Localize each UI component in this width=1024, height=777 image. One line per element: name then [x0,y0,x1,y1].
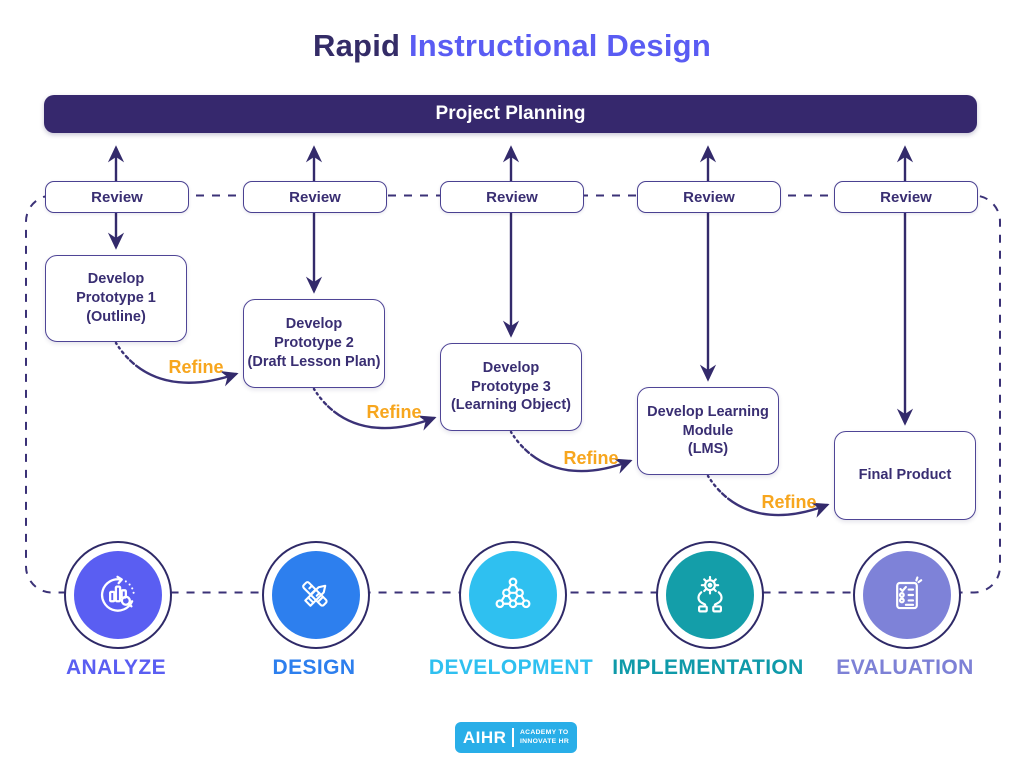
phase-circle-design [262,541,370,649]
refine-label-2: Refine [366,402,422,422]
review-box-1: Review [45,181,189,213]
page-title: Rapid Instructional Design [0,28,1024,64]
develop-box-learning-module: Develop Learning Module (LMS) [637,387,779,475]
develop-box-prototype-1: Develop Prototype 1 (Outline) [45,255,187,342]
phase-circle-analyze [64,541,172,649]
checklist-icon [896,576,923,610]
review-box-5: Review [834,181,978,213]
evaluation-disc [863,551,951,639]
review-label: Review [880,188,932,206]
aihr-logo-text: AIHR [462,727,507,747]
implementation-disc [666,551,754,639]
review-box-4: Review [637,181,781,213]
project-planning-label: Project Planning [435,103,586,124]
refine-curve-arrows [114,341,830,518]
review-label: Review [289,188,341,206]
stage-label-development: DEVELOPMENT [428,656,594,679]
aihr-logo-tagline: ACADEMY TO INNOVATE HR [520,729,569,746]
logo-divider [512,728,514,747]
review-box-3: Review [440,181,584,213]
stage-label-analyze: ANALYZE [65,656,167,679]
aihr-logo: AIHR ACADEMY TO INNOVATE HR [455,722,577,753]
review-to-planning-arrows [107,145,914,181]
develop-box-final-product: Final Product [834,431,976,520]
review-to-develop-arrows [107,211,914,426]
stage-label-implementation: IMPLEMENTATION [612,656,804,679]
refine-label-4: Refine [761,492,817,512]
review-box-2: Review [243,181,387,213]
phase-circle-evaluation [853,541,961,649]
design-disc [272,551,360,639]
development-disc [469,551,557,639]
project-planning-banner: Project Planning [44,95,977,133]
title-part-2: Instructional Design [408,28,711,63]
hands-gear-icon [697,575,723,613]
review-label: Review [91,188,143,206]
stage-label-design: DESIGN [272,656,356,679]
develop-box-prototype-3: Develop Prototype 3 (Learning Object) [440,343,582,431]
refine-label-1: Refine [168,357,224,377]
phase-circle-development [459,541,567,649]
network-icon [495,577,531,609]
review-label: Review [683,188,735,206]
title-part-1: Rapid [313,28,409,63]
refine-label-3: Refine [563,448,619,468]
pencil-ruler-icon [302,581,328,607]
review-label: Review [486,188,538,206]
tagline-line-2: INNOVATE HR [519,737,570,745]
stage-label-evaluation: EVALUATION [836,656,974,679]
tagline-line-1: ACADEMY TO [519,729,569,737]
phase-circle-implementation [656,541,764,649]
chart-search-icon [100,575,135,612]
analyze-disc [74,551,162,639]
develop-box-prototype-2: Develop Prototype 2 (Draft Lesson Plan) [243,299,385,388]
